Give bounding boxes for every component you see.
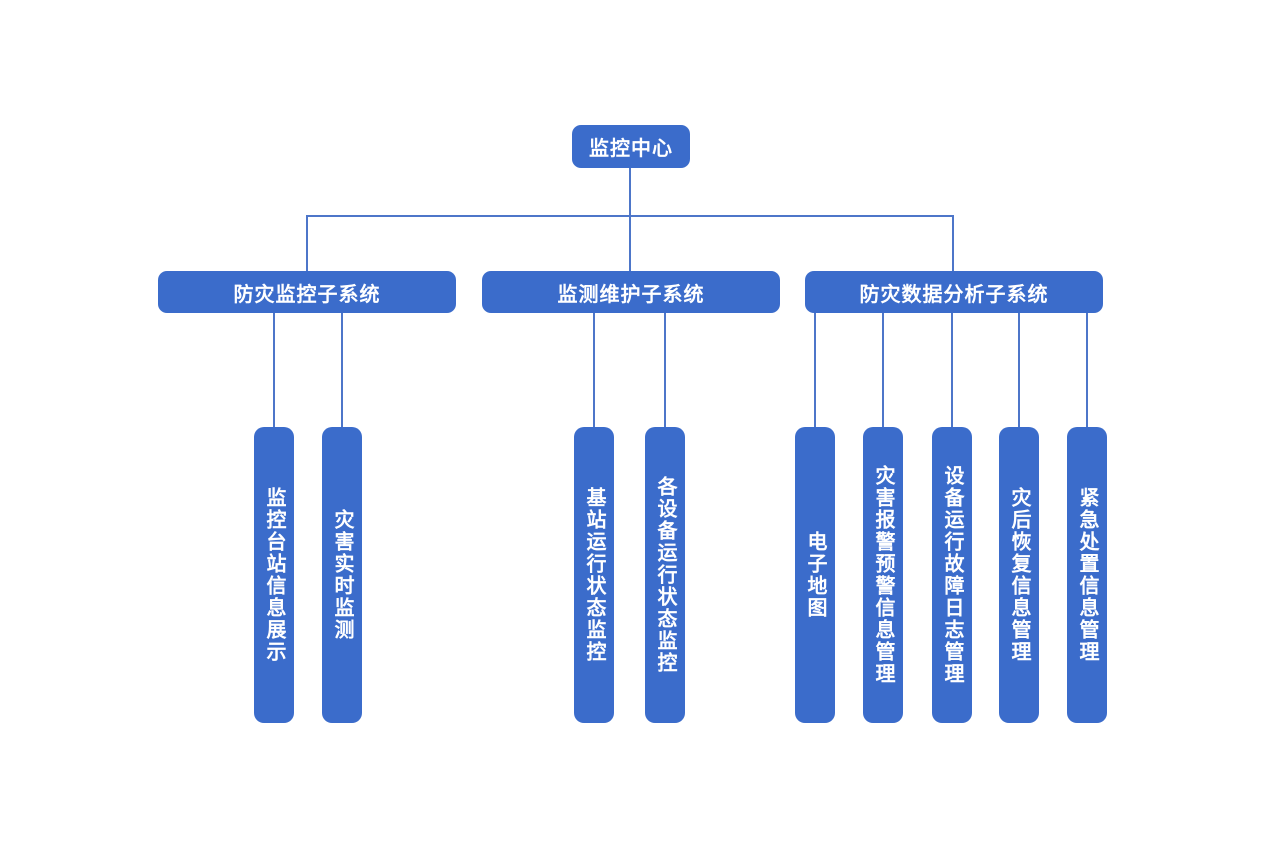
leaf-label: 紧急处置信息管理 xyxy=(1076,487,1098,663)
leaf-label: 电子地图 xyxy=(804,531,826,619)
node-equipment-status-monitoring: 各设备运行状态监控 xyxy=(645,427,685,723)
connector-sub1-leaf1 xyxy=(273,313,275,427)
leaf-label: 灾后恢复信息管理 xyxy=(1008,487,1030,663)
connector-sub1-leaf2 xyxy=(341,313,343,427)
node-disaster-realtime-monitoring: 灾害实时监测 xyxy=(322,427,362,723)
leaf-label: 灾害实时监测 xyxy=(331,509,353,641)
node-station-info-display: 监控台站信息展示 xyxy=(254,427,294,723)
connector-root-to-center xyxy=(629,168,631,271)
connector-sub3-leaf3 xyxy=(951,313,953,427)
node-fault-log-management: 设备运行故障日志管理 xyxy=(932,427,972,723)
connector-sub3-leaf5 xyxy=(1086,313,1088,427)
leaf-label: 设备运行故障日志管理 xyxy=(941,465,963,685)
leaf-label: 灾害报警预警信息管理 xyxy=(872,465,894,685)
node-base-station-status-monitoring: 基站运行状态监控 xyxy=(574,427,614,723)
connector-sub3-leaf2 xyxy=(882,313,884,427)
node-disaster-data-analysis-subsystem: 防灾数据分析子系统 xyxy=(805,271,1103,313)
connector-bus-to-sub3 xyxy=(952,215,954,271)
node-disaster-prevention-monitoring-subsystem: 防灾监控子系统 xyxy=(158,271,456,313)
node-monitoring-center: 监控中心 xyxy=(572,125,690,168)
node-alarm-warning-info-management: 灾害报警预警信息管理 xyxy=(863,427,903,723)
node-electronic-map: 电子地图 xyxy=(795,427,835,723)
connector-bus-to-sub1 xyxy=(306,215,308,271)
connector-sub3-leaf4 xyxy=(1018,313,1020,427)
leaf-label: 基站运行状态监控 xyxy=(583,487,605,663)
node-emergency-handling-info-management: 紧急处置信息管理 xyxy=(1067,427,1107,723)
leaf-label: 监控台站信息展示 xyxy=(263,487,285,663)
node-post-disaster-recovery-info-management: 灾后恢复信息管理 xyxy=(999,427,1039,723)
connector-sub2-leaf1 xyxy=(593,313,595,427)
connector-sub2-leaf2 xyxy=(664,313,666,427)
connector-sub3-leaf1 xyxy=(814,313,816,427)
leaf-label: 各设备运行状态监控 xyxy=(654,476,676,674)
connector-bus xyxy=(306,215,954,217)
node-monitoring-maintenance-subsystem: 监测维护子系统 xyxy=(482,271,780,313)
